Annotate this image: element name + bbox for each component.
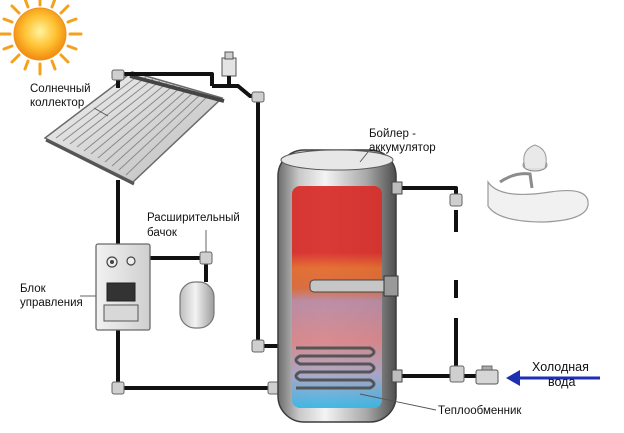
cold-water-arrow-icon (506, 370, 600, 386)
boiler-label-line1: Бойлер - (369, 128, 416, 140)
electric-heater (309, 275, 399, 297)
boiler-label-line2: аккумулятор (369, 142, 436, 154)
heat-exchanger-label: Теплообменник (438, 405, 522, 417)
expansion-tank-label-line1: Расширительный (147, 212, 240, 224)
control-unit-label-line1: Блок (20, 283, 47, 295)
pipe-fittings (111, 69, 465, 395)
cold-water-label-line1: Холодная (532, 360, 589, 374)
leader-lines (80, 107, 437, 411)
sun-icon (0, 0, 83, 76)
faucet-icon (487, 144, 589, 223)
cold-water-label-line2: вода (548, 375, 575, 389)
expansion-tank-label-line2: бачок (147, 227, 178, 239)
boiler-tank (277, 149, 403, 423)
check-valve-icon (475, 365, 499, 385)
control-unit (95, 243, 151, 331)
solar-collector-label-line1: Солнечный (30, 83, 91, 95)
air-vent-icon (221, 51, 237, 88)
control-unit-label-line2: управления (20, 297, 83, 309)
expansion-tank (179, 281, 215, 329)
solar-collector (43, 71, 225, 186)
solar-collector-label-line2: коллектор (30, 97, 84, 109)
heat-exchanger-coil (294, 346, 376, 390)
